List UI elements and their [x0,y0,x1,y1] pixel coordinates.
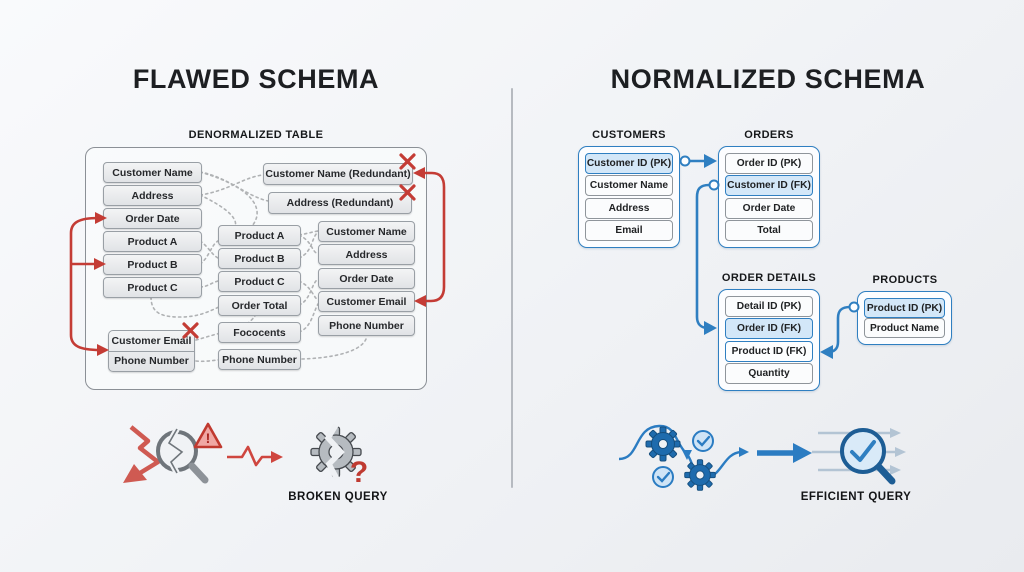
table-row: Address [585,197,673,219]
field-box: Order Date [103,208,202,229]
red-bracket-left-arrowheads [94,212,109,356]
field-box: Product A [103,231,202,252]
warning-triangle-icon: ! [193,422,223,449]
field-box: Customer Email [318,291,415,312]
red-bracket-left [69,216,101,352]
field-box: Fococents [218,322,301,343]
field-box: Order Date [318,268,415,289]
red-x-icon [399,184,416,201]
field-box: Phone Number [218,349,301,370]
products-table-label: PRODUCTS [872,274,938,286]
redundant-field-box: Address (Redundant) [268,192,412,214]
flow-curve-icon [618,424,749,479]
orders-table: Order ID (PK) Customer ID (FK) Order Dat… [718,146,820,248]
normalized-schema-title: NORMALIZED SCHEMA [610,64,926,94]
efficient-magnifier-icon [840,428,896,485]
table-row: Order ID (FK) [725,318,813,340]
vertical-divider [511,88,513,488]
orders-table-label: ORDERS [744,129,794,141]
field-box: Product C [103,277,202,298]
table-row: Product Name [864,318,945,338]
customers-table-label: CUSTOMERS [592,129,666,141]
red-x-icon [399,153,416,170]
contact-fields-box: Customer Email Phone Number [108,330,195,372]
field-box: Customer Name [103,162,202,183]
table-row: Customer ID (FK) [725,175,813,197]
table-row: Order Date [725,197,813,219]
broken-query-caption: BROKEN QUERY [288,491,388,503]
broken-magnifier-icon [156,427,209,484]
pk-fk-connector-customers-orders [679,154,717,168]
field-box: Product B [103,254,202,275]
field-box: Phone Number [318,315,415,336]
field-box: Product B [218,248,301,269]
table-row: Detail ID (PK) [725,296,813,317]
denormalized-table-label: DENORMALIZED TABLE [188,129,324,141]
pk-fk-connector-products-orderdetails [820,301,860,359]
gear-icon [684,459,716,491]
table-row: Total [725,219,813,241]
gear-icon [645,426,681,462]
check-circle-icon [692,430,714,452]
table-row: Customer Name [585,175,673,197]
warning-exclamation: ! [206,430,211,446]
table-row: Quantity [725,362,813,384]
red-x-icon [182,322,199,339]
pk-fk-connector-orders-orderdetails [695,179,720,335]
customers-table: Customer ID (PK) Customer Name Address E… [578,146,680,248]
table-row: Product ID (FK) [725,340,813,362]
broken-gear-icon: ? [310,423,368,489]
crash-zigzag-arrow-icon [123,425,161,483]
efficient-query-caption: EFFICIENT QUERY [800,491,912,503]
field-box: Order Total [218,295,301,316]
pulse-arrow-icon [227,445,283,467]
field-box: Address [103,185,202,206]
field-box: Customer Name [318,221,415,242]
red-bracket-right [421,171,446,303]
flawed-schema-title: FLAWED SCHEMA [132,64,380,94]
field-box: Product C [218,271,301,292]
question-mark: ? [350,456,368,489]
table-row: Product ID (PK) [864,298,945,318]
table-row: Order ID (PK) [725,153,813,174]
field-box: Address [318,244,415,265]
forward-arrow-icon [757,443,812,463]
red-bracket-right-arrowheads [413,167,426,307]
check-circle-icon [652,466,674,488]
order-details-table: Detail ID (PK) Order ID (FK) Product ID … [718,289,820,391]
field-box: Phone Number [114,355,189,368]
redundant-field-box: Customer Name (Redundant) [263,163,413,185]
order-details-table-label: ORDER DETAILS [721,272,817,284]
table-row: Email [585,219,673,241]
field-box: Product A [218,225,301,246]
table-row: Customer ID (PK) [585,153,673,174]
field-box: Customer Email [109,331,194,352]
products-table: Product ID (PK) Product Name [857,291,952,345]
